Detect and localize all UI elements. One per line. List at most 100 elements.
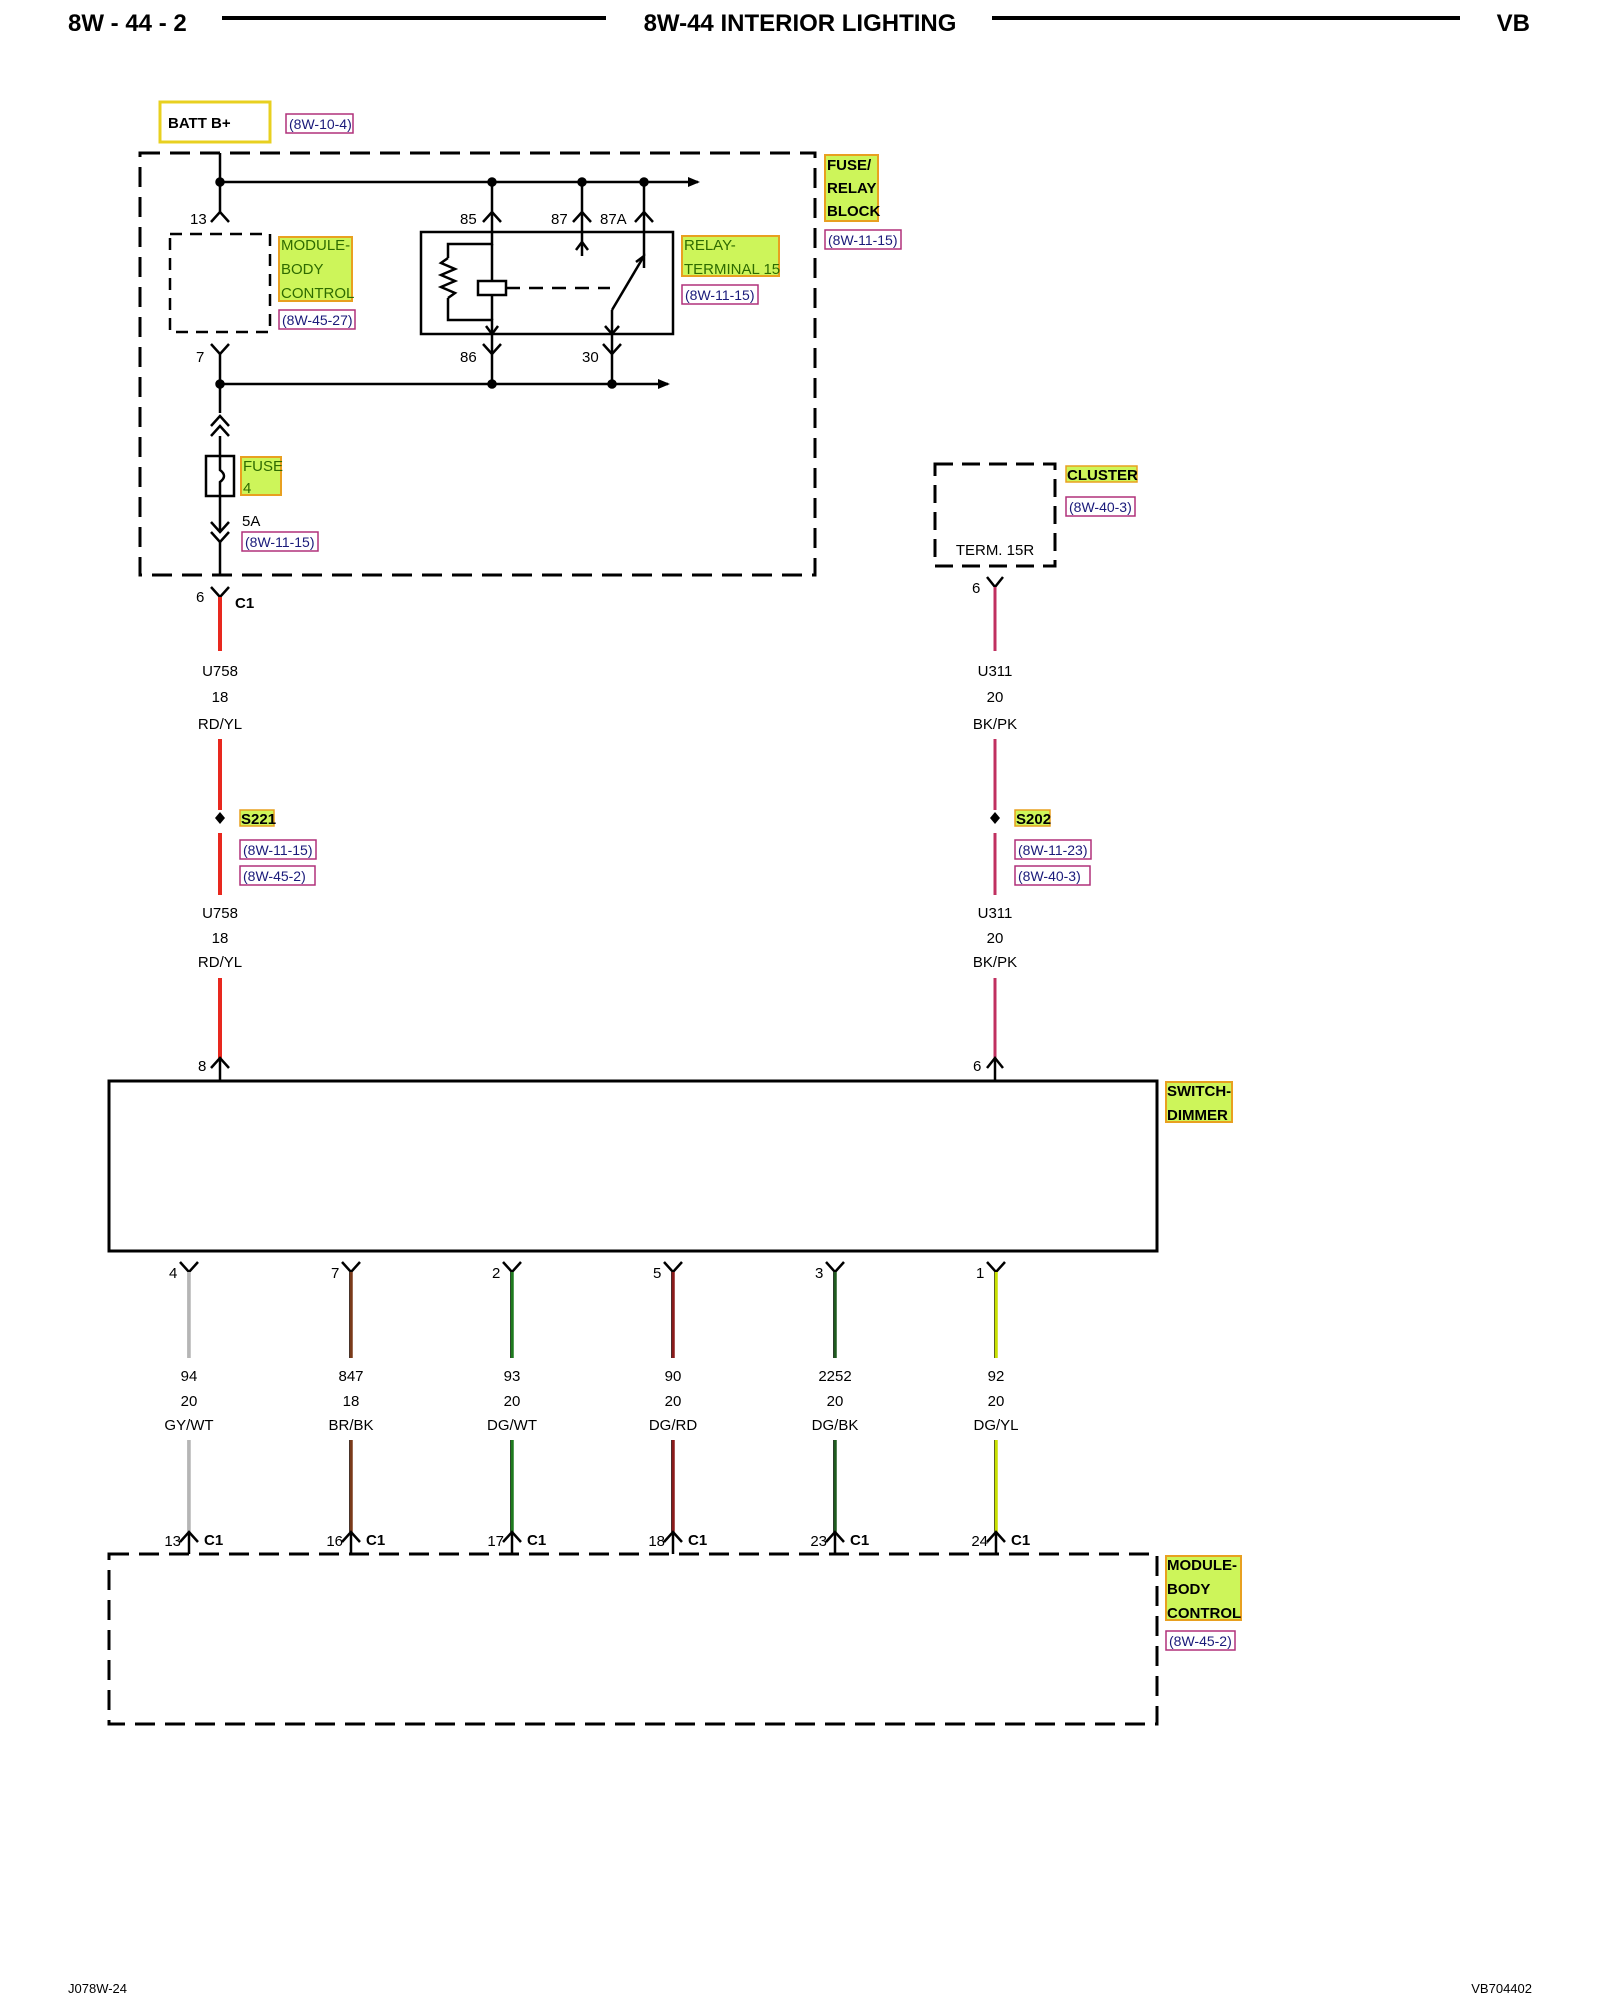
svg-text:FUSE: FUSE [243, 458, 283, 475]
u311-upper-circuit: U311 [978, 663, 1013, 680]
batt-label: BATT B+ [158, 100, 272, 144]
u311-upper-color: BK/PK [973, 716, 1017, 733]
splice-s221-ref1[interactable]: (8W-11-15) [239, 839, 317, 860]
splice-s221-ref2[interactable]: (8W-45-2) [239, 865, 316, 886]
svg-text:(8W-10-4): (8W-10-4) [289, 116, 352, 132]
footer-right: VB704402 [1471, 1981, 1532, 1996]
switch-dimmer-label: SWITCH- DIMMER [1165, 1081, 1233, 1124]
bottom-wire-top-pin: 3 [815, 1265, 823, 1282]
bottom-wire-bottom-pin: 13 [164, 1533, 181, 1550]
bottom-wire-top-terminal [179, 1261, 199, 1274]
fuse-label: FUSE 4 [240, 456, 283, 497]
svg-text:FUSE/: FUSE/ [827, 157, 872, 174]
svg-text:S202: S202 [1016, 811, 1051, 828]
switch-dimmer-box [107, 1079, 1159, 1253]
relay-pin-30: 30 [582, 349, 599, 366]
bottom-wire-top-terminal [502, 1261, 522, 1274]
batt-ref[interactable]: (8W-10-4) [285, 113, 354, 134]
svg-text:SWITCH-: SWITCH- [1167, 1083, 1231, 1100]
bottom-wire-top-pin: 2 [492, 1265, 500, 1282]
bottom-wire-circuit: 94 [181, 1368, 198, 1385]
svg-text:BLOCK: BLOCK [827, 203, 880, 220]
module-body-control-bottom-ref[interactable]: (8W-45-2) [1165, 1630, 1236, 1651]
u758-lower-color: RD/YL [198, 954, 242, 971]
bottom-wire-top-terminal [825, 1261, 845, 1274]
bottom-wire-top-pin: 5 [653, 1265, 661, 1282]
u758-lower-circuit: U758 [202, 905, 238, 922]
fuse-symbol [204, 454, 236, 498]
splice-s202-ref2[interactable]: (8W-40-3) [1014, 865, 1091, 886]
svg-text:RELAY: RELAY [827, 180, 876, 197]
splice-s221: S221 [239, 809, 276, 828]
bottom-wire-connector: C1 [688, 1532, 707, 1549]
u758-bottom-pin: 8 [198, 1058, 206, 1075]
bottom-wire-color: GY/WT [164, 1417, 213, 1434]
svg-text:CONTROL: CONTROL [1167, 1605, 1241, 1622]
bottom-wire-circuit: 90 [665, 1368, 682, 1385]
u758-top-pin: 6 [196, 589, 204, 606]
svg-text:S221: S221 [241, 811, 276, 828]
bottom-wire-circuit: 2252 [818, 1368, 851, 1385]
u758-lower-gauge: 18 [212, 930, 229, 947]
bottom-wire-connector: C1 [204, 1532, 223, 1549]
module-body-control-top-ref[interactable]: (8W-45-27) [278, 309, 356, 330]
bottom-wire-gauge: 20 [504, 1393, 521, 1410]
module-body-control-bottom-outline [107, 1552, 1159, 1726]
bottom-wire-color: DG/RD [649, 1417, 698, 1434]
relay-label: RELAY- TERMINAL 15 [681, 235, 780, 278]
relay-pin-85: 85 [460, 211, 477, 228]
u311-lower-color: BK/PK [973, 954, 1017, 971]
svg-text:(8W-40-3): (8W-40-3) [1018, 868, 1081, 884]
relay-symbol [419, 230, 675, 337]
bottom-wire-connector: C1 [366, 1532, 385, 1549]
cluster-outline [933, 462, 1057, 568]
u311-bottom-pin: 6 [973, 1058, 981, 1075]
fuse-relay-block-label: FUSE/ RELAY BLOCK [824, 154, 880, 222]
u758-upper-gauge: 18 [212, 689, 229, 706]
bottom-wire-color: DG/WT [487, 1417, 537, 1434]
cluster-term: TERM. 15R [956, 542, 1035, 559]
bottom-wire-bottom-pin: 17 [487, 1533, 504, 1550]
module-body-control-top-label: MODULE- BODY CONTROL [278, 236, 354, 302]
bottom-wire-color: DG/YL [973, 1417, 1018, 1434]
bottom-wire-gauge: 20 [827, 1393, 844, 1410]
svg-text:CLUSTER: CLUSTER [1067, 467, 1138, 484]
u758-upper-circuit: U758 [202, 663, 238, 680]
bottom-wire-bottom-pin: 18 [648, 1533, 665, 1550]
fuse-relay-block-ref[interactable]: (8W-11-15) [824, 229, 902, 250]
bottom-wire-connector: C1 [850, 1532, 869, 1549]
footer-left: J078W-24 [68, 1981, 127, 1996]
svg-text:(8W-11-15): (8W-11-15) [828, 232, 898, 248]
svg-text:DIMMER: DIMMER [1167, 1107, 1228, 1124]
u311-lower-gauge: 20 [987, 930, 1004, 947]
bottom-wire-color: DG/BK [812, 1417, 859, 1434]
u758-upper-color: RD/YL [198, 716, 242, 733]
svg-text:(8W-11-15): (8W-11-15) [243, 842, 313, 858]
bottom-wire-circuit: 847 [338, 1368, 363, 1385]
svg-text:TERMINAL 15: TERMINAL 15 [684, 261, 780, 278]
svg-text:4: 4 [243, 480, 251, 497]
splice-s202-ref1[interactable]: (8W-11-23) [1014, 839, 1092, 860]
pin-13: 13 [190, 211, 207, 228]
fuse-ref[interactable]: (8W-11-15) [241, 531, 319, 552]
cluster-ref[interactable]: (8W-40-3) [1065, 496, 1136, 517]
wire-u758 [210, 586, 230, 1081]
splice-s202: S202 [1014, 809, 1051, 828]
bottom-wire-bottom-pin: 16 [326, 1533, 343, 1550]
bottom-wire-connector: C1 [1011, 1532, 1030, 1549]
bottom-wire-top-pin: 1 [976, 1265, 984, 1282]
bottom-wire-color: BR/BK [328, 1417, 373, 1434]
bottom-wire-top-terminal [341, 1261, 361, 1274]
relay-pin-87: 87 [551, 211, 568, 228]
relay-ref[interactable]: (8W-11-15) [681, 284, 759, 305]
vehicle-code: VB [1497, 10, 1530, 37]
fuse-rating: 5A [242, 513, 260, 530]
module-body-control-top-outline [168, 232, 272, 334]
cluster-label: CLUSTER [1065, 465, 1138, 484]
